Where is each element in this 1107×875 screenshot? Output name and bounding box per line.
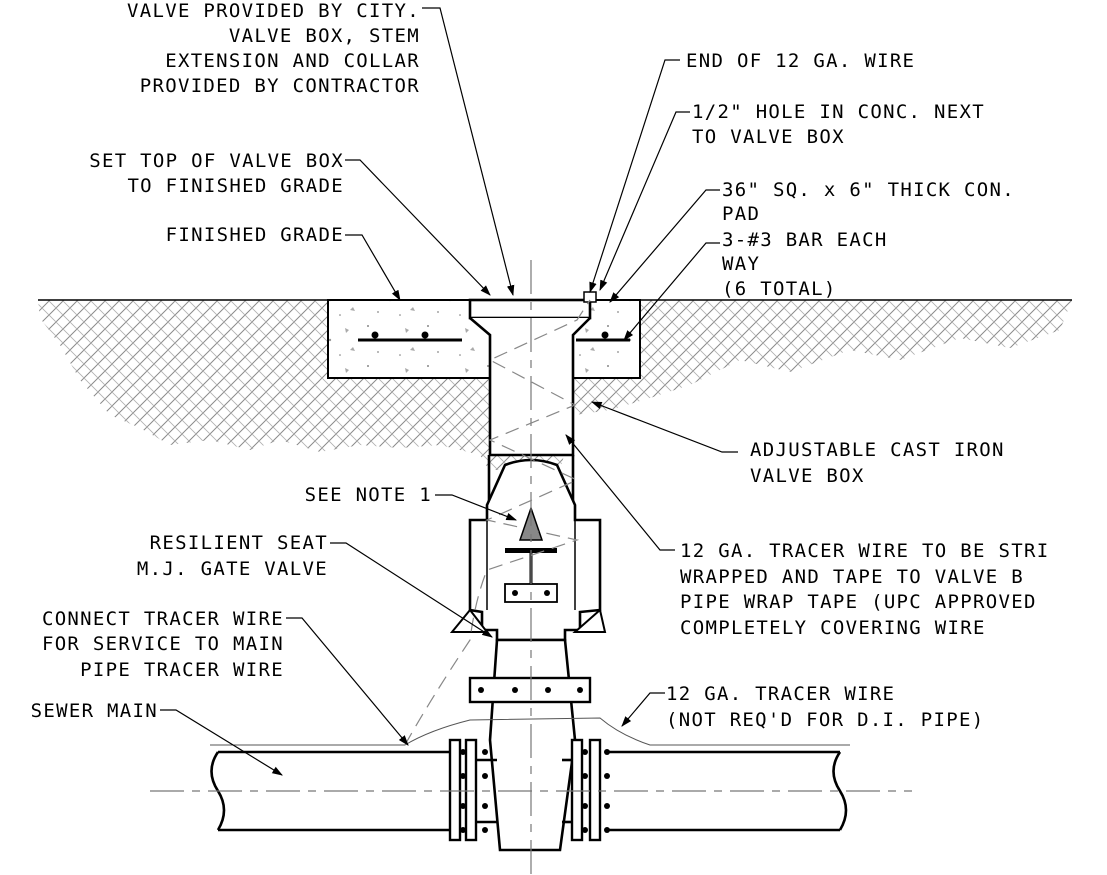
callout-line: SEE NOTE 1 [305, 484, 432, 506]
callout-valve-provided: VALVE PROVIDED BY CITY. VALVE BOX, STEM … [127, 0, 420, 97]
callout-bar: 3-#3 BAR EACH WAY (6 TOTAL) [722, 229, 888, 300]
callout-line: SET TOP OF VALVE BOX [89, 150, 344, 172]
gate-valve-body [468, 638, 592, 852]
callout-line: VALVE BOX, STEM [229, 25, 420, 47]
callout-line: FINISHED GRADE [166, 224, 344, 246]
callout-line: 3-#3 BAR EACH [722, 229, 888, 251]
callout-line: VALVE BOX [750, 465, 865, 487]
callout-tracer-wire: 12 GA. TRACER WIRE (NOT REQ'D FOR D.I. P… [666, 683, 984, 731]
callout-set-top: SET TOP OF VALVE BOX TO FINISHED GRADE [89, 150, 344, 197]
callout-sewer-main: SEWER MAIN [31, 700, 158, 722]
callout-gate-valve: RESILIENT SEAT M.J. GATE VALVE [137, 532, 328, 580]
callout-line: M.J. GATE VALVE [137, 558, 328, 580]
callout-line: END OF 12 GA. WIRE [686, 50, 915, 72]
callout-line: CONNECT TRACER WIRE [42, 608, 284, 630]
valve-box [468, 291, 597, 520]
callout-line: (NOT REQ'D FOR D.I. PIPE) [666, 709, 984, 731]
callout-finished-grade: FINISHED GRADE [166, 224, 344, 246]
sewer-main-pipe [210, 738, 848, 842]
callout-line: TO FINISHED GRADE [127, 175, 344, 197]
callout-line: EXTENSION AND COLLAR [165, 50, 420, 72]
callout-line: VALVE PROVIDED BY CITY. [127, 0, 420, 22]
callout-line: (6 TOTAL) [722, 278, 837, 300]
callout-line: PIPE WRAP TAPE (UPC APPROVED [680, 591, 1037, 613]
callout-line: PAD [722, 203, 760, 225]
callout-hole: 1/2" HOLE IN CONC. NEXT TO VALVE BOX [692, 101, 985, 148]
callout-line: PIPE TRACER WIRE [80, 659, 284, 681]
callout-see-note: SEE NOTE 1 [305, 484, 432, 506]
callout-connect-tracer: CONNECT TRACER WIRE FOR SERVICE TO MAIN … [42, 608, 284, 681]
callout-line: TO VALVE BOX [692, 126, 845, 148]
callout-end-wire: END OF 12 GA. WIRE [686, 50, 915, 72]
callout-line: ADJUSTABLE CAST IRON [750, 439, 1005, 461]
callout-line: 36" SQ. x 6" THICK CON. [722, 179, 1015, 201]
callout-line: COMPLETELY COVERING WIRE [680, 617, 986, 639]
callout-line: 12 GA. TRACER WIRE [666, 683, 895, 705]
callout-valve-box: ADJUSTABLE CAST IRON VALVE BOX [750, 439, 1005, 487]
tracer-wire-path [210, 299, 850, 746]
leader-lines [160, 7, 738, 776]
callout-line: PROVIDED BY CONTRACTOR [140, 75, 420, 97]
callout-line: SEWER MAIN [31, 700, 158, 722]
callout-tracer-strip: 12 GA. TRACER WIRE TO BE STRI WRAPPED AN… [680, 540, 1049, 639]
callout-line: 12 GA. TRACER WIRE TO BE STRI [680, 540, 1049, 562]
callout-pad: 36" SQ. x 6" THICK CON. PAD [722, 179, 1015, 225]
callout-line: WRAPPED AND TAPE TO VALVE B [680, 566, 1024, 588]
valve-bonnet-housing [449, 458, 607, 642]
callout-line: FOR SERVICE TO MAIN [42, 633, 284, 655]
soil-hatching [38, 300, 1072, 470]
callout-line: 1/2" HOLE IN CONC. NEXT [692, 101, 985, 123]
callout-line: RESILIENT SEAT [150, 532, 328, 554]
callout-line: WAY [722, 253, 760, 275]
